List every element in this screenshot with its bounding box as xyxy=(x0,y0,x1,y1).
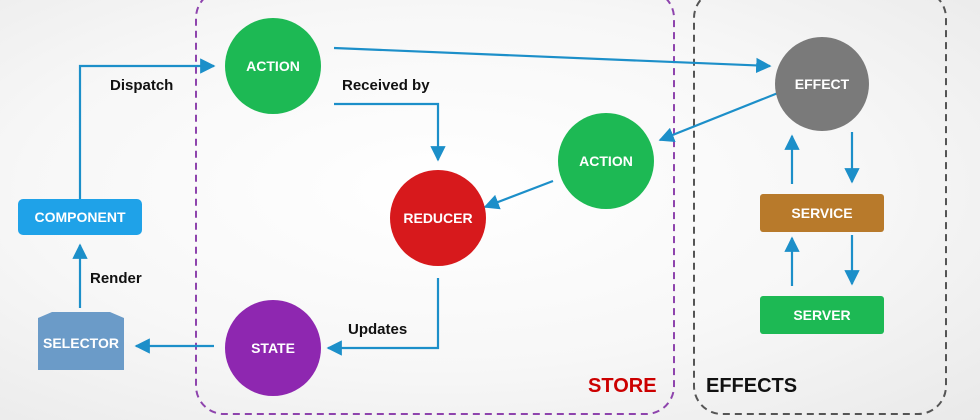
edge-action-to-effect xyxy=(333,46,772,74)
node-action-top-label: ACTION xyxy=(246,58,300,74)
node-reducer: REDUCER xyxy=(390,170,486,266)
node-state-label: STATE xyxy=(251,340,295,356)
edge-label-render: Render xyxy=(90,270,142,287)
node-state: STATE xyxy=(225,300,321,396)
store-label: STORE xyxy=(588,375,657,397)
edge-effect-to-action xyxy=(658,91,779,143)
node-selector-label: SELECTOR xyxy=(43,335,119,351)
node-server-label: SERVER xyxy=(793,307,850,323)
node-component: COMPONENT xyxy=(18,199,142,235)
node-effect: EFFECT xyxy=(775,37,869,131)
node-action-top: ACTION xyxy=(225,18,321,114)
edge-action-mid-to-reducer xyxy=(483,179,554,210)
effects-label: EFFECTS xyxy=(706,375,797,397)
node-effect-label: EFFECT xyxy=(795,76,850,92)
node-reducer-label: REDUCER xyxy=(403,210,472,226)
edge-action-to-reducer xyxy=(334,102,446,162)
edge-component-to-action xyxy=(78,58,216,199)
edge-label-dispatch: Dispatch xyxy=(110,77,173,94)
store-region xyxy=(195,0,675,415)
node-selector: SELECTOR xyxy=(38,312,124,370)
node-action-mid-label: ACTION xyxy=(579,153,633,169)
node-server: SERVER xyxy=(760,296,884,334)
edge-reducer-to-state xyxy=(326,278,440,356)
edge-label-received-by: Received by xyxy=(342,77,430,94)
node-service-label: SERVICE xyxy=(791,205,852,221)
effects-region xyxy=(693,0,947,415)
node-service: SERVICE xyxy=(760,194,884,232)
edge-label-updates: Updates xyxy=(348,321,407,338)
node-component-label: COMPONENT xyxy=(35,209,126,225)
node-action-mid: ACTION xyxy=(558,113,654,209)
